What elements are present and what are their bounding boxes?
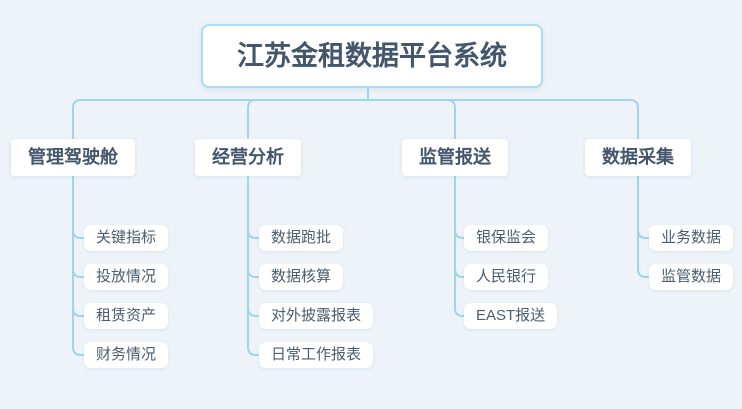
leaf-east-reporting[interactable]: EAST报送: [464, 303, 558, 329]
leaf-external-disclosure-reports[interactable]: 对外披露报表: [259, 303, 374, 329]
leaf-data-accounting[interactable]: 数据核算: [259, 264, 344, 290]
root-node[interactable]: 江苏金租数据平台系统: [201, 24, 543, 88]
leaf-financial-status[interactable]: 财务情况: [84, 342, 169, 368]
branch-business-analysis[interactable]: 经营分析: [195, 139, 301, 176]
leaf-business-data[interactable]: 业务数据: [649, 225, 734, 251]
leaf-regulatory-data[interactable]: 监管数据: [649, 264, 734, 290]
branch-regulatory-reporting[interactable]: 监管报送: [402, 139, 508, 176]
branch-management-cockpit[interactable]: 管理驾驶舱: [11, 139, 135, 176]
leaf-leasing-assets[interactable]: 租赁资产: [84, 303, 169, 329]
leaf-investment-status[interactable]: 投放情况: [84, 264, 169, 290]
leaf-daily-work-reports[interactable]: 日常工作报表: [259, 342, 374, 368]
leaf-key-indicators[interactable]: 关键指标: [84, 225, 169, 251]
branch-data-collection[interactable]: 数据采集: [585, 139, 691, 176]
leaf-data-batch-run[interactable]: 数据跑批: [259, 225, 344, 251]
leaf-pboc[interactable]: 人民银行: [464, 264, 549, 290]
leaf-cbirc[interactable]: 银保监会: [464, 225, 549, 251]
